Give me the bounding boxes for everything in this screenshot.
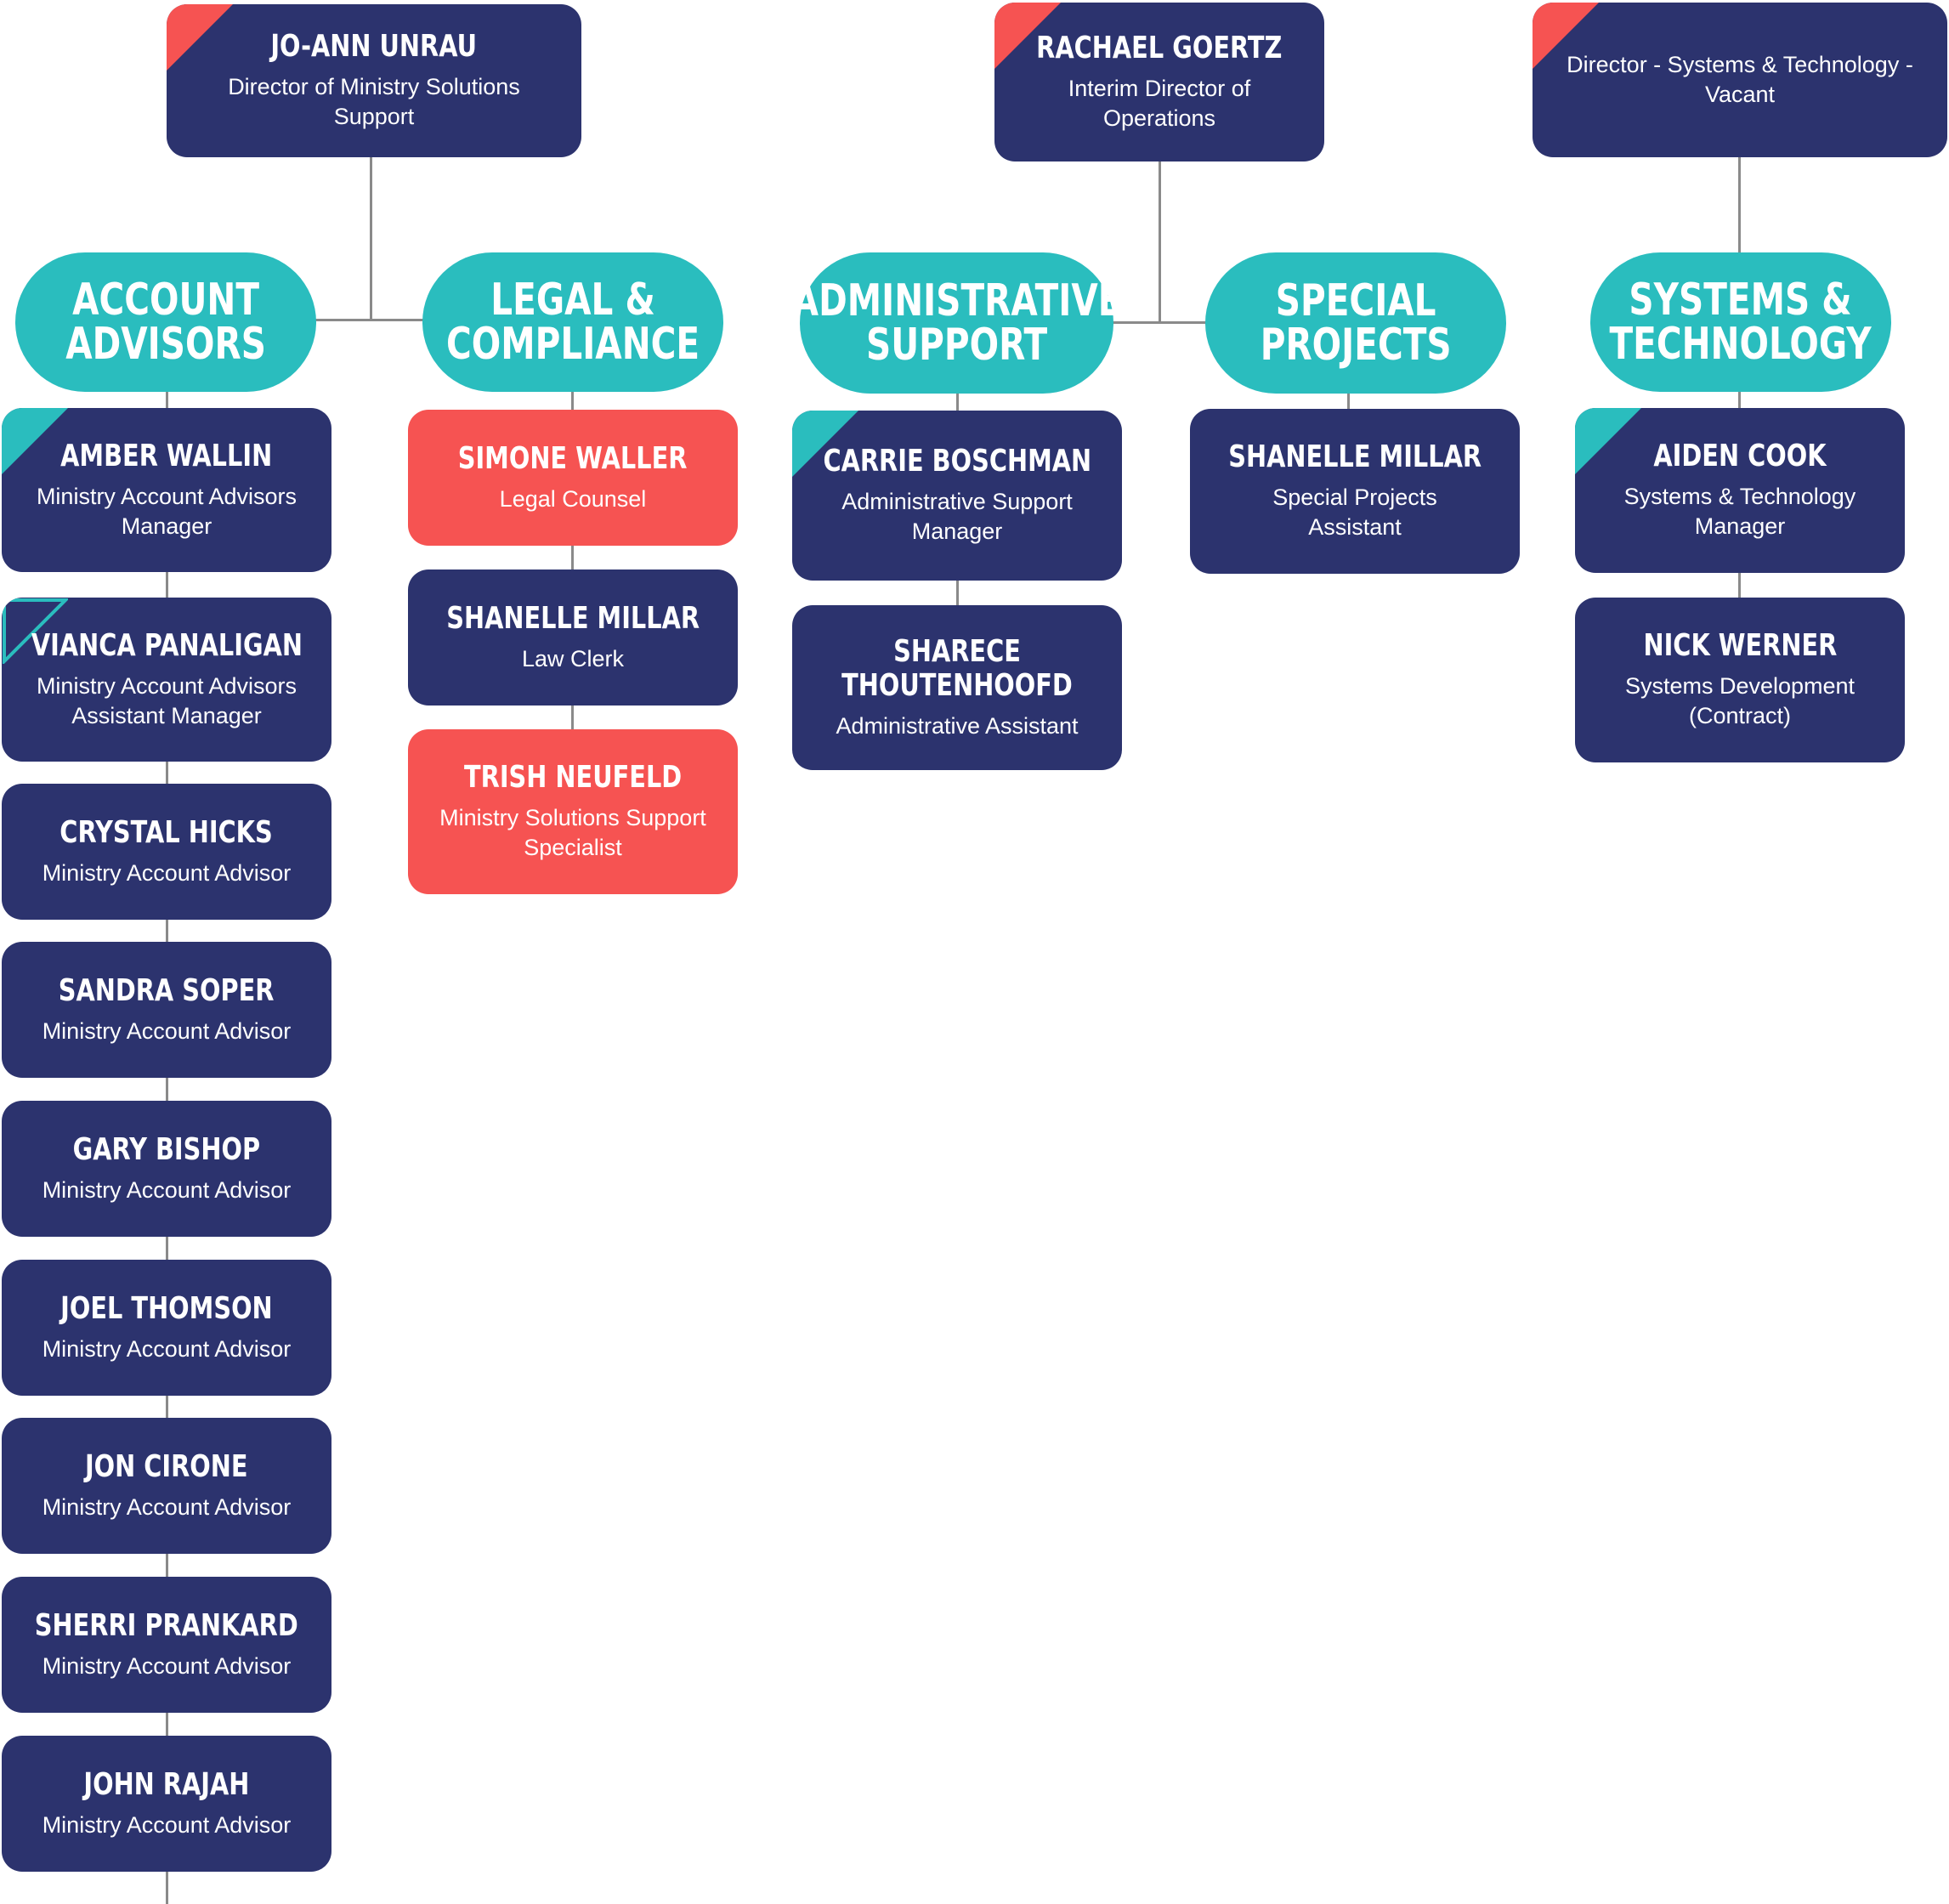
person-name: SHARECE THOUTENHOOFD (841, 633, 1073, 703)
person-title: Ministry Account Advisor (42, 1652, 292, 1679)
teal-outline-corner-marker (2, 598, 68, 664)
red-corner-marker (167, 4, 233, 71)
department-account-advisors: ACCOUNT ADVISORS (15, 252, 316, 392)
department-label: ADMINISTRATIVE SUPPORT (791, 275, 1122, 371)
connector-line (571, 391, 574, 731)
person-card-sharece-thoutenhoofd: SHARECE THOUTENHOOFD Administrative Assi… (792, 605, 1122, 770)
connector-line (1111, 321, 1209, 324)
person-title: Law Clerk (521, 645, 625, 672)
person-title: Systems & Technology Manager (1623, 484, 1856, 539)
person-title: Ministry Account Advisor (42, 1811, 292, 1838)
person-title: Interim Director of Operations (1068, 75, 1251, 131)
director-card-rachael-goertz: RACHAEL GOERTZ Interim Director of Opera… (994, 3, 1324, 162)
person-name: SHANELLE MILLAR (1228, 439, 1482, 474)
red-corner-marker (1533, 3, 1599, 69)
person-name: JON CIRONE (85, 1448, 248, 1484)
person-title: Ministry Account Advisor (42, 1493, 292, 1520)
department-special-projects: SPECIAL PROJECTS (1205, 252, 1506, 394)
person-title: Ministry Account Advisors Manager (36, 483, 297, 539)
connector-line (1159, 162, 1161, 323)
teal-corner-marker (1575, 408, 1641, 474)
department-label: SYSTEMS & TECHNOLOGY (1609, 275, 1873, 370)
person-title: Ministry Account Advisor (42, 859, 292, 886)
person-card-joel-thomson: JOEL THOMSON Ministry Account Advisor (2, 1260, 331, 1396)
person-title: Legal Counsel (499, 485, 647, 512)
director-card-systems-vacant: Director - Systems & Technology - Vacant (1533, 3, 1947, 157)
person-name: SIMONE WALLER (458, 440, 688, 476)
person-card-gary-bishop: GARY BISHOP Ministry Account Advisor (2, 1101, 331, 1237)
department-legal-compliance: LEGAL & COMPLIANCE (422, 252, 723, 392)
person-name: SHERRI PRANKARD (35, 1607, 299, 1643)
person-card-amber-wallin: AMBER WALLIN Ministry Account Advisors M… (2, 408, 331, 572)
person-card-shanelle-millar-special-projects: SHANELLE MILLAR Special Projects Assista… (1190, 409, 1520, 574)
person-title: Ministry Account Advisor (42, 1335, 292, 1362)
person-name: JOEL THOMSON (60, 1290, 273, 1326)
person-name: CARRIE BOSCHMAN (823, 444, 1091, 479)
person-title: Director - Systems & Technology - Vacant (1567, 52, 1913, 107)
person-title: Ministry Account Advisor (42, 1176, 292, 1203)
department-label: SPECIAL PROJECTS (1260, 275, 1452, 371)
red-corner-marker (994, 3, 1061, 69)
person-card-aiden-cook: AIDEN COOK Systems & Technology Manager (1575, 408, 1905, 573)
person-title: Ministry Solutions Support Specialist (439, 805, 706, 860)
person-name: SANDRA SOPER (59, 972, 275, 1008)
person-card-sherri-prankard: SHERRI PRANKARD Ministry Account Advisor (2, 1577, 331, 1713)
person-card-simone-waller: SIMONE WALLER Legal Counsel (408, 410, 738, 546)
person-card-vianca-panaligan: VIANCA PANALIGAN Ministry Account Adviso… (2, 598, 331, 762)
director-card-jo-ann-unrau: JO-ANN UNRAU Director of Ministry Soluti… (167, 4, 581, 157)
person-card-john-rajah: JOHN RAJAH Ministry Account Advisor (2, 1736, 331, 1872)
person-card-jon-cirone: JON CIRONE Ministry Account Advisor (2, 1418, 331, 1554)
person-card-sandra-soper: SANDRA SOPER Ministry Account Advisor (2, 942, 331, 1078)
person-name: RACHAEL GOERTZ (1036, 30, 1283, 65)
person-name: JOHN RAJAH (83, 1766, 250, 1802)
department-label: ACCOUNT ADVISORS (65, 275, 266, 370)
person-name: GARY BISHOP (72, 1131, 261, 1167)
person-name: JO-ANN UNRAU (270, 29, 478, 64)
connector-line (314, 319, 425, 321)
person-name: TRISH NEUFELD (463, 760, 683, 795)
person-name: SHANELLE MILLAR (446, 600, 700, 636)
department-label: LEGAL & COMPLIANCE (445, 275, 700, 370)
person-card-nick-werner: NICK WERNER Systems Development (Contrac… (1575, 598, 1905, 762)
person-title: Administrative Support Manager (841, 489, 1073, 544)
person-name: NICK WERNER (1643, 628, 1837, 663)
person-card-carrie-boschman: CARRIE BOSCHMAN Administrative Support M… (792, 411, 1122, 581)
department-systems-technology: SYSTEMS & TECHNOLOGY (1590, 252, 1891, 392)
person-card-trish-neufeld: TRISH NEUFELD Ministry Solutions Support… (408, 729, 738, 894)
connector-line (1738, 157, 1741, 252)
person-card-shanelle-millar-law-clerk: SHANELLE MILLAR Law Clerk (408, 570, 738, 706)
connector-line (370, 157, 372, 320)
person-title: Director of Ministry Solutions Support (228, 74, 520, 129)
person-name: CRYSTAL HICKS (59, 814, 274, 850)
person-name: AIDEN COOK (1653, 439, 1827, 473)
teal-corner-marker (2, 408, 68, 474)
person-name: VIANCA PANALIGAN (31, 627, 303, 663)
teal-corner-marker (792, 411, 858, 477)
person-title: Administrative Assistant (836, 712, 1079, 739)
person-title: Ministry Account Advisors Assistant Mana… (36, 672, 297, 728)
person-name: AMBER WALLIN (60, 438, 273, 473)
person-card-crystal-hicks: CRYSTAL HICKS Ministry Account Advisor (2, 784, 331, 920)
person-title: Ministry Account Advisor (42, 1017, 292, 1044)
department-administrative-support: ADMINISTRATIVE SUPPORT (792, 252, 1121, 394)
connector-line (1347, 393, 1350, 410)
person-title: Systems Development (Contract) (1624, 673, 1856, 728)
person-title: Special Projects Assistant (1272, 484, 1437, 540)
